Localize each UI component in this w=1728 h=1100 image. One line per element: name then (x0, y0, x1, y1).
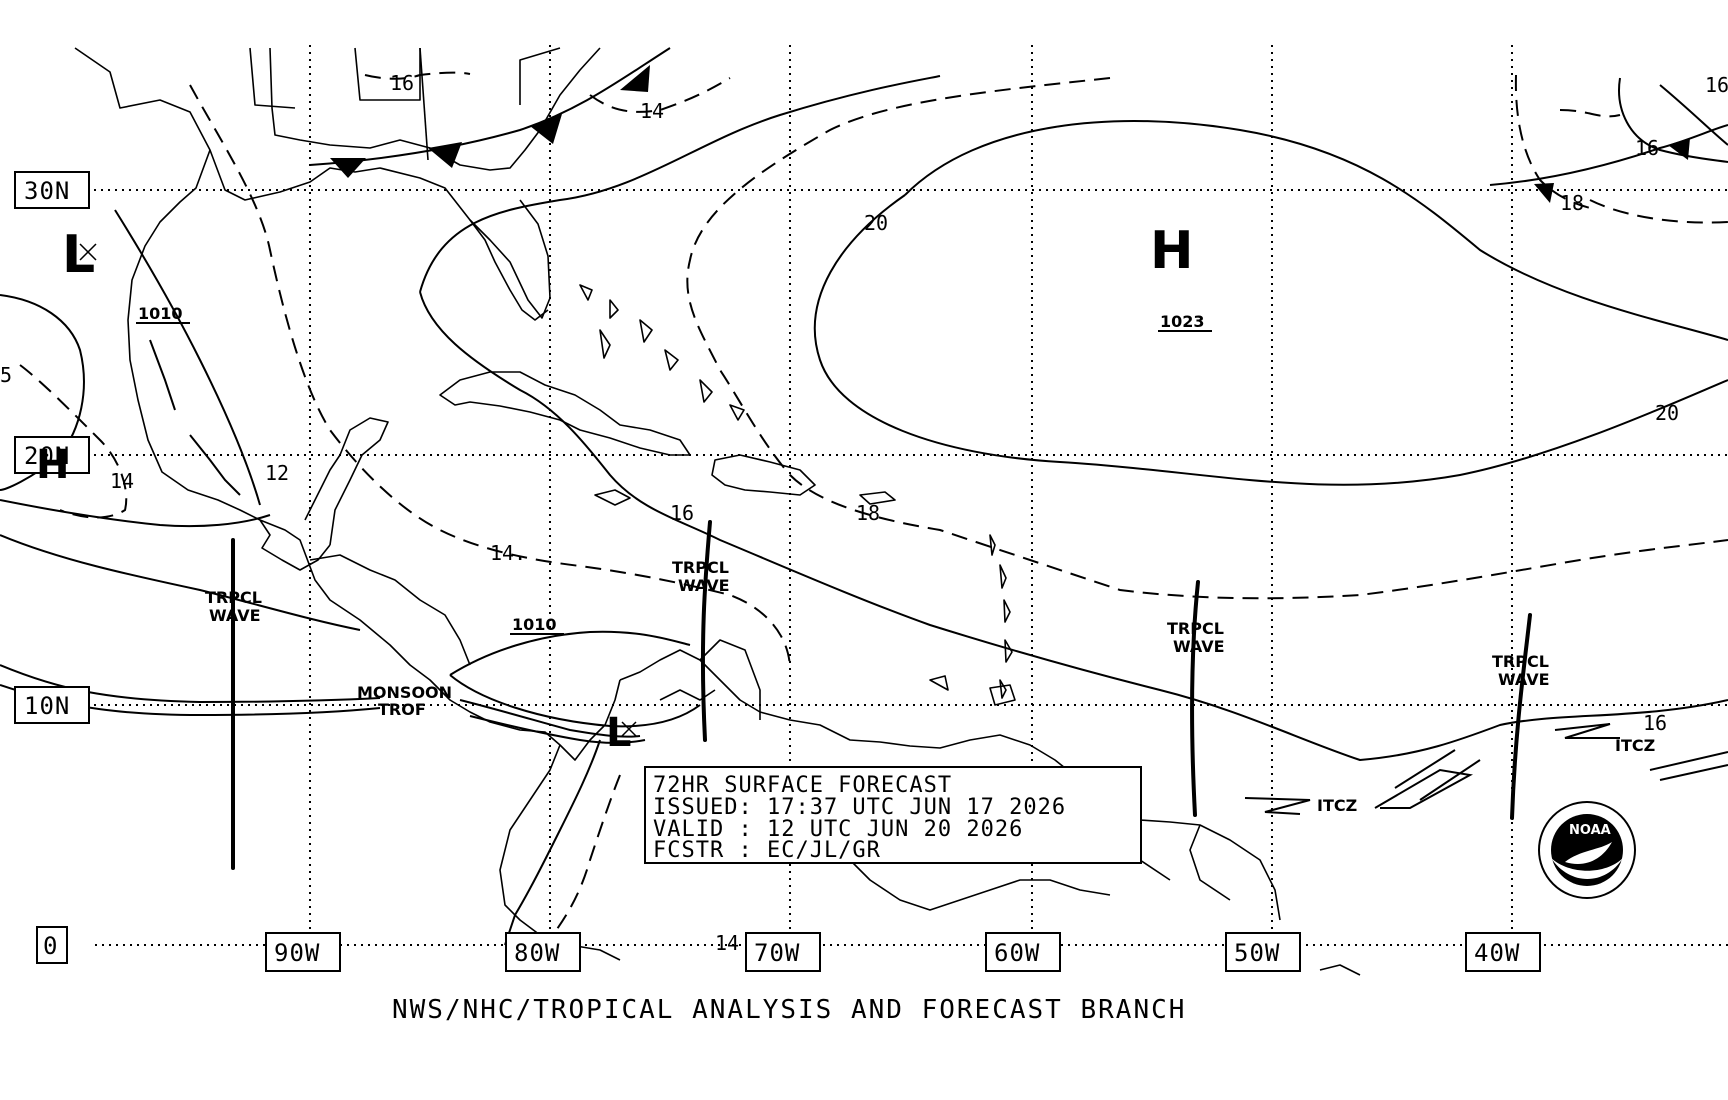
isobar-label: 16 (1635, 136, 1659, 160)
isobar-label: 14. (490, 541, 526, 565)
low-center-texas-pressure: 1010 (138, 304, 183, 323)
isobar-label: 14 (110, 469, 134, 493)
latitude-labels: 30N 20N 10N 0 (14, 171, 90, 964)
itcz (1244, 723, 1728, 815)
forecast-valid: VALID : 12 UTC JUN 20 2026 (653, 817, 1023, 842)
isobar-label: 16 (1705, 73, 1728, 97)
low-center-texas-symbol: L (62, 225, 95, 285)
isobar-label: 12 (265, 461, 289, 485)
tropical-wave-label-line2: WAVE (1498, 670, 1550, 689)
high-center-pressure: 1023 (1160, 312, 1205, 331)
itcz-label-east: ITCZ (1615, 736, 1655, 755)
tropical-wave-label-line1: TRPCL (672, 558, 729, 577)
isobar-label: 16 (1643, 711, 1667, 735)
lon-label-70w: 70W (754, 939, 800, 967)
tropical-wave-label-line2: WAVE (678, 576, 730, 595)
lon-label-40w: 40W (1474, 939, 1520, 967)
itcz-label-west: ITCZ (1317, 796, 1357, 815)
lat-label-equator: 0 (43, 932, 58, 960)
forecast-title: 72HR SURFACE FORECAST (653, 773, 952, 798)
tropical-wave-axis-3 (1190, 580, 1200, 817)
lat-label-20n: 20N (24, 442, 70, 470)
pressure-centers: H 1023 L 1010 H L 1010 (36, 221, 1212, 756)
tropical-wave-label-line1: TRPCL (205, 588, 262, 607)
monsoon-trough-label-line1: MONSOON (357, 683, 452, 702)
monsoon-trough-label-line2: TROF (378, 700, 426, 719)
coastlines (74, 47, 1361, 976)
noaa-logo: NOAA (1538, 801, 1636, 899)
tropical-wave-label-line2: WAVE (209, 606, 261, 625)
high-center-symbol: H (1150, 221, 1194, 281)
isobar-labels: 16 14 20 20 16 18 14 12 16 18 14. 14 16 … (0, 71, 1728, 955)
longitude-labels: 90W 80W 70W 60W 50W 40W (265, 932, 1541, 972)
tropical-wave-label-line1: TRPCL (1492, 652, 1549, 671)
low-center-colombia-symbol: L (606, 710, 632, 756)
lat-label-10n: 10N (24, 692, 70, 720)
isobar-label: 20 (1655, 401, 1679, 425)
high-center-mexico-symbol: H (36, 442, 69, 488)
tropical-wave-axis-4 (1510, 613, 1532, 820)
isobar-label: 14 (640, 99, 664, 123)
isobar-label: 16 (390, 71, 414, 95)
noaa-logo-text: NOAA (1569, 823, 1611, 838)
isobar-label: 16 (670, 501, 694, 525)
footer-credit: NWS/NHC/TROPICAL ANALYSIS AND FORECAST B… (392, 995, 1186, 1025)
low-center-colombia-pressure: 1010 (512, 615, 557, 634)
cold-front-north (309, 47, 1728, 203)
isobar-label: 14 (715, 931, 739, 955)
lat-label-30n: 30N (24, 177, 70, 205)
tropical-wave-label-line1: TRPCL (1167, 619, 1224, 638)
isobar-label: 20 (864, 211, 888, 235)
isobar-label: 18 (1560, 191, 1584, 215)
forecast-info-box: 72HR SURFACE FORECAST ISSUED: 17:37 UTC … (644, 766, 1142, 864)
tropical-waves (231, 520, 1532, 870)
forecast-forecasters: FCSTR : EC/JL/GR (653, 838, 881, 863)
lon-label-60w: 60W (994, 939, 1040, 967)
isobar-label: 18 (856, 501, 880, 525)
lon-label-50w: 50W (1234, 939, 1280, 967)
forecast-issued: ISSUED: 17:37 UTC JUN 17 2026 (653, 795, 1066, 820)
isobars (0, 71, 1728, 946)
tropical-wave-label-line2: WAVE (1173, 637, 1225, 656)
tropical-wave-axis-2 (700, 520, 712, 742)
lon-label-90w: 90W (274, 939, 320, 967)
isobar-label: 5 (0, 363, 12, 387)
lon-label-80w: 80W (514, 939, 560, 967)
feature-labels: TRPCL WAVE TRPCL WAVE TRPCL WAVE TRPCL W… (205, 558, 1655, 815)
